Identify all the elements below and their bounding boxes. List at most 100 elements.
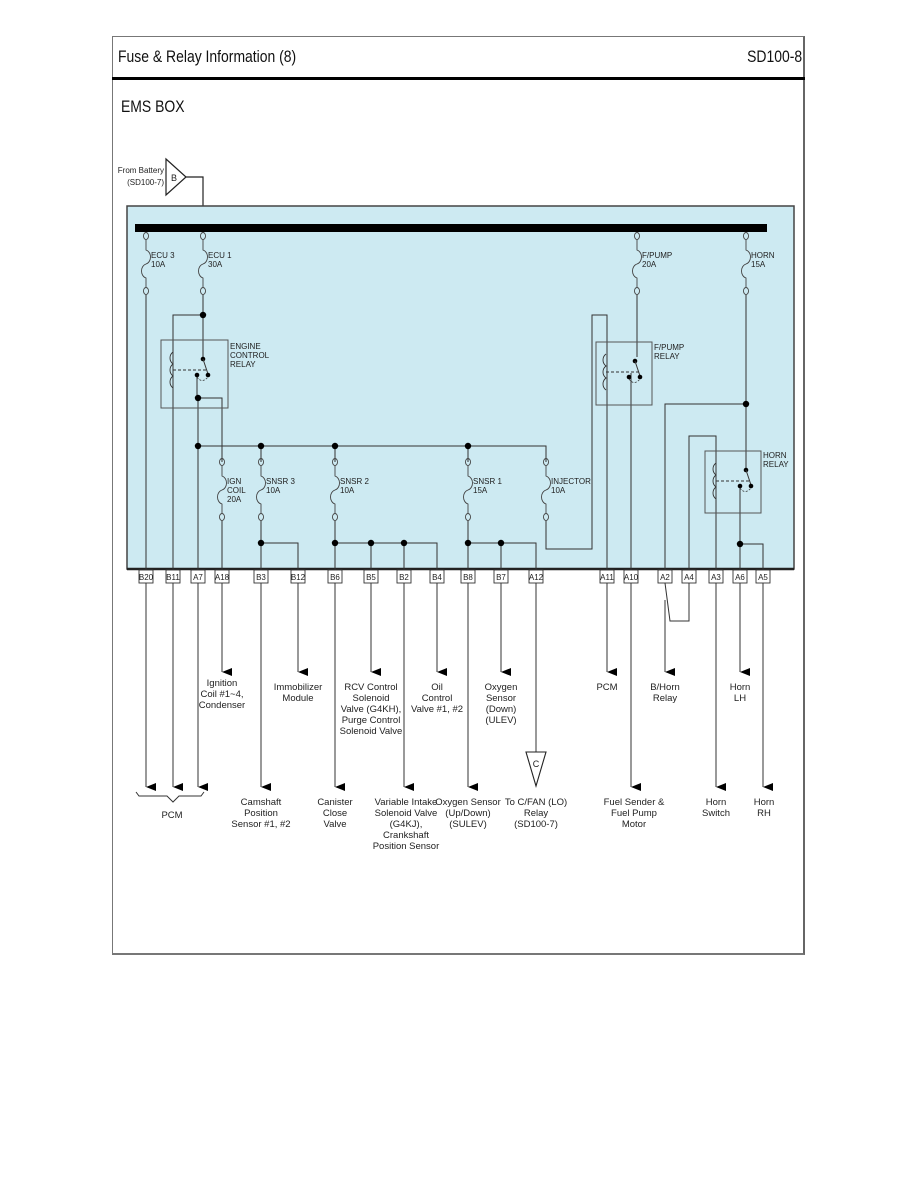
cfan-connector-letter: C bbox=[533, 759, 540, 769]
terminal-b8: B8 bbox=[460, 569, 476, 584]
relay-contact-arc bbox=[196, 376, 209, 381]
junction-dot bbox=[331, 539, 339, 547]
output-label-line: Horn bbox=[754, 797, 775, 808]
terminal-label: B20 bbox=[139, 573, 154, 582]
output-label-line: (ULEV) bbox=[485, 715, 516, 726]
relay-coil bbox=[712, 462, 717, 500]
relay-contact bbox=[637, 374, 643, 380]
battery-label-1: From Battery bbox=[118, 166, 164, 175]
fuse-terminal bbox=[634, 287, 640, 295]
terminal-a2: A2 bbox=[657, 569, 673, 584]
fuse-rating: 30A bbox=[208, 260, 223, 269]
output-label-line: Position Sensor bbox=[373, 841, 440, 852]
junction-dot bbox=[464, 442, 472, 450]
output-label-line: Camshaft bbox=[241, 797, 282, 808]
fuse-name: INJECTOR bbox=[551, 477, 591, 486]
terminal-label: A18 bbox=[215, 573, 230, 582]
output-label-line: Motor bbox=[622, 819, 646, 830]
fuse-terminal bbox=[543, 513, 549, 521]
terminal-b3: B3 bbox=[253, 569, 269, 584]
terminal-label: B8 bbox=[463, 573, 473, 582]
fuse-terminal bbox=[634, 232, 640, 240]
terminal-b7: B7 bbox=[493, 569, 509, 584]
output-label-line: (SULEV) bbox=[449, 819, 486, 830]
terminal-label: B12 bbox=[291, 573, 306, 582]
wire-a2 bbox=[664, 403, 746, 578]
fuse-terminal bbox=[332, 513, 338, 521]
terminal-b2: B2 bbox=[396, 569, 412, 584]
output-label-line: Valve #1, #2 bbox=[411, 704, 463, 715]
fuse-terminal bbox=[200, 287, 206, 295]
fuse-terminal bbox=[219, 513, 225, 521]
fuse-element bbox=[541, 466, 551, 513]
output-label-line: Switch bbox=[702, 808, 730, 819]
fuse-rating: 10A bbox=[551, 486, 566, 495]
fuse-terminal bbox=[743, 287, 749, 295]
fuse-name: SNSR 2 bbox=[340, 477, 369, 486]
output-label-line: Fuel Sender & bbox=[604, 797, 665, 808]
junction-dot bbox=[400, 539, 408, 547]
relay-coil bbox=[602, 353, 607, 391]
fuse-name: SNSR 1 bbox=[473, 477, 502, 486]
junction-dot bbox=[497, 539, 505, 547]
terminal-b12: B12 bbox=[290, 569, 306, 584]
relay-label: ENGINE bbox=[230, 342, 261, 351]
relay-contact bbox=[194, 372, 200, 378]
relay-label: HORN bbox=[763, 451, 787, 460]
output-cfan-relay: To C/FAN (LO)Relay(SD100-7) bbox=[505, 797, 567, 830]
terminal-label: B4 bbox=[432, 573, 442, 582]
fuse-name: IGN bbox=[227, 477, 241, 486]
terminal-label: A3 bbox=[711, 573, 721, 582]
terminal-label: A10 bbox=[624, 573, 639, 582]
terminal-b20: B20 bbox=[138, 569, 154, 584]
terminal-a3: A3 bbox=[708, 569, 724, 584]
junction-dot bbox=[736, 540, 744, 548]
output-label-line: To C/FAN (LO) bbox=[505, 797, 567, 808]
wire-injector-a11 bbox=[545, 314, 608, 578]
battery-connector-letter: B bbox=[171, 173, 177, 183]
junction-dot bbox=[367, 539, 375, 547]
fuse-element bbox=[217, 466, 227, 513]
output-label-line: Horn bbox=[706, 797, 727, 808]
fuse-terminal bbox=[465, 513, 471, 521]
output-label-line: RH bbox=[757, 808, 771, 819]
output-label-line: Sensor #1, #2 bbox=[231, 819, 290, 830]
output-label-line: Valve bbox=[323, 819, 346, 830]
terminal-a7: A7 bbox=[190, 569, 206, 584]
junction-dot bbox=[257, 442, 265, 450]
fuse-element bbox=[141, 240, 151, 287]
terminal-label: A11 bbox=[600, 573, 614, 582]
relay-contact bbox=[748, 483, 754, 489]
fuse-element bbox=[741, 240, 751, 287]
output-label-line: Oxygen bbox=[485, 682, 518, 693]
terminal-label: B11 bbox=[166, 573, 180, 582]
output-label-line: RCV Control bbox=[344, 682, 397, 693]
output-label-line: Sensor bbox=[486, 693, 516, 704]
output-label-line: Valve (G4KH), bbox=[341, 704, 402, 715]
fuse-rating: 20A bbox=[642, 260, 657, 269]
junction-dot bbox=[199, 311, 207, 319]
terminal-b6: B6 bbox=[327, 569, 343, 584]
output-label-line: (Up/Down) bbox=[445, 808, 490, 819]
relay-box bbox=[160, 339, 229, 409]
wire-b12 bbox=[261, 542, 299, 578]
output-label-line: Position bbox=[244, 808, 278, 819]
terminal-label: A5 bbox=[758, 573, 768, 582]
terminal-a6: A6 bbox=[732, 569, 748, 584]
fuse-element bbox=[256, 466, 266, 513]
wire-a5 bbox=[740, 543, 764, 578]
relay-contact bbox=[737, 483, 743, 489]
fuse-terminal bbox=[143, 287, 149, 295]
header-divider bbox=[112, 77, 805, 80]
terminal-label: A12 bbox=[529, 573, 544, 582]
